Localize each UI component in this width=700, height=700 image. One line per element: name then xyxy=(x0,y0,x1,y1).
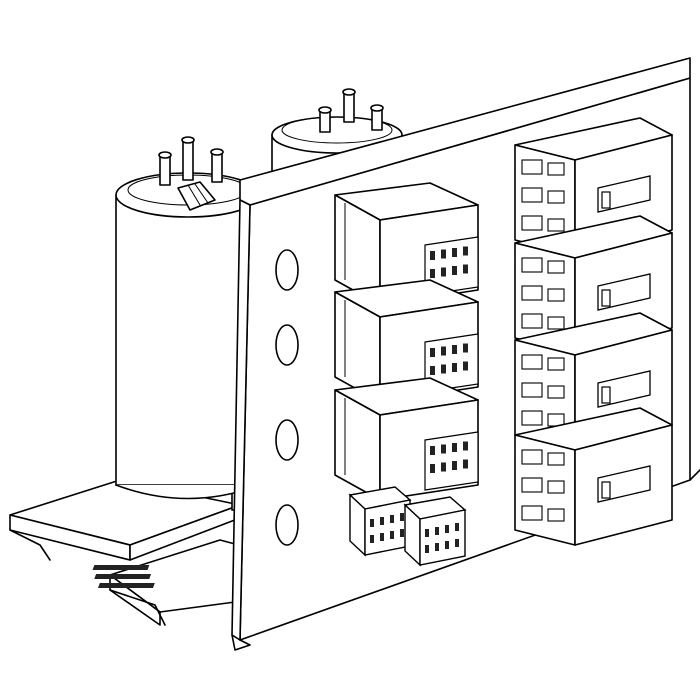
switch-handle xyxy=(597,175,651,213)
contactor xyxy=(334,279,479,403)
fuse-clip xyxy=(521,257,543,273)
terminal-screw xyxy=(463,343,468,353)
terminal-screw xyxy=(370,519,374,527)
fuse-clip xyxy=(521,285,543,301)
small-relay xyxy=(348,486,412,557)
fuse-clip xyxy=(521,354,543,370)
panel-slot xyxy=(275,324,299,366)
terminal-screw xyxy=(430,464,435,473)
terminal-screw xyxy=(452,345,457,354)
fuse-clip xyxy=(547,357,565,371)
fuse-clip xyxy=(547,288,565,302)
terminal-screw xyxy=(445,525,449,533)
contactor xyxy=(334,377,479,501)
panel-slot xyxy=(275,504,299,546)
terminal-screw xyxy=(430,348,435,357)
terminal-screw xyxy=(463,361,468,371)
terminal-screw xyxy=(463,264,468,274)
terminal-screw xyxy=(430,446,435,455)
terminal-screw xyxy=(455,523,459,531)
terminal-post xyxy=(342,88,356,123)
fuse-clip xyxy=(547,162,565,176)
switch-lever xyxy=(601,191,611,209)
terminal-screw xyxy=(425,529,429,537)
panel-slots xyxy=(275,249,299,546)
terminal-screw xyxy=(463,441,468,451)
switch-lever xyxy=(601,289,611,307)
terminal-screw xyxy=(380,533,384,541)
fuse-switch-disconnectors xyxy=(514,117,673,546)
switch-lever xyxy=(601,386,611,404)
terminal-screw xyxy=(441,462,446,472)
switch-lever xyxy=(601,481,611,499)
terminal-post xyxy=(370,104,384,131)
fuse-clip xyxy=(521,313,543,329)
terminal-screw xyxy=(425,545,429,553)
fuse-clip xyxy=(521,159,543,175)
terminal-screw xyxy=(430,269,435,278)
terminal-screw xyxy=(430,366,435,375)
terminal-screw xyxy=(441,267,446,277)
terminal-screw xyxy=(441,249,446,259)
terminal-post xyxy=(181,136,195,181)
terminal-screw xyxy=(430,251,435,260)
contactors xyxy=(334,182,479,501)
terminal-screw xyxy=(380,517,384,525)
terminal-screw xyxy=(370,535,374,543)
terminal-screw xyxy=(400,513,404,521)
panel-slot xyxy=(275,249,299,291)
terminal-screw xyxy=(435,527,439,535)
small-relays xyxy=(348,486,467,567)
terminal-screw xyxy=(463,459,468,469)
terminal-screw xyxy=(463,246,468,256)
terminal-screw xyxy=(452,363,457,372)
terminal-block xyxy=(424,431,479,491)
fuse-clip xyxy=(547,452,565,466)
terminal-screw xyxy=(441,346,446,356)
fuse-clip xyxy=(521,215,543,231)
fuse-clip xyxy=(547,260,565,274)
switch-handle xyxy=(597,370,651,408)
fuse-clip xyxy=(521,505,543,521)
fuse-clip xyxy=(547,385,565,399)
terminal-post xyxy=(318,106,332,133)
terminal-screw xyxy=(445,541,449,549)
terminal-screw xyxy=(452,266,457,275)
terminal-block xyxy=(424,333,479,393)
fuse-clip xyxy=(521,410,543,426)
switch-handle xyxy=(597,465,651,503)
fuse-clip xyxy=(547,508,565,522)
fuse-clip xyxy=(547,190,565,204)
base-rail-front xyxy=(92,539,251,626)
terminal-screw xyxy=(435,543,439,551)
terminal-screw xyxy=(452,443,457,452)
contactor xyxy=(334,182,479,306)
capacitor-front xyxy=(115,136,261,500)
terminal-screw xyxy=(452,461,457,470)
terminal-post xyxy=(210,148,224,183)
fuse-clip xyxy=(547,480,565,494)
small-relay xyxy=(403,496,467,567)
fuse-clip xyxy=(547,316,565,330)
terminal-screw xyxy=(441,444,446,454)
terminal-screw xyxy=(390,531,394,539)
fuse-clip xyxy=(521,187,543,203)
terminal-screw xyxy=(441,364,446,374)
fuse-clip xyxy=(547,218,565,232)
terminal-screw xyxy=(455,539,459,547)
fuse-clip xyxy=(521,382,543,398)
terminal-screw xyxy=(390,515,394,523)
terminal-block xyxy=(424,236,479,296)
fuse-switch-disconnector xyxy=(514,407,673,546)
terminal-post xyxy=(158,151,172,186)
fuse-clip xyxy=(521,449,543,465)
terminal-screw xyxy=(452,248,457,257)
panel-slot xyxy=(275,419,299,461)
terminal-screw xyxy=(400,529,404,537)
switch-handle xyxy=(597,273,651,311)
terminal-connector xyxy=(177,181,216,211)
fuse-clip xyxy=(521,477,543,493)
